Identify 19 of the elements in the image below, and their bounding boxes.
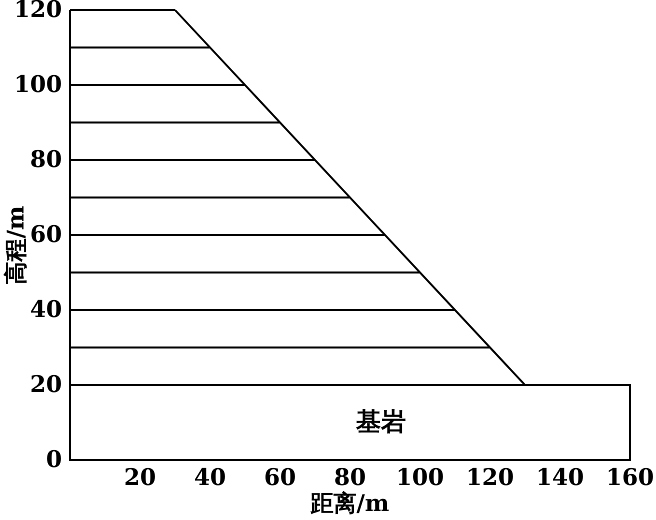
- axis-tick-label: 60: [30, 223, 62, 247]
- axis-tick-label: 100: [14, 73, 62, 97]
- axis-tick-label: 160: [606, 466, 654, 490]
- axis-tick-label: 40: [30, 298, 62, 322]
- axis-tick-label: 20: [124, 466, 156, 490]
- axis-tick-label: 80: [334, 466, 366, 490]
- axis-title: 距离/m: [310, 492, 390, 516]
- axis-tick-label: 0: [46, 448, 62, 472]
- axis-tick-label: 20: [30, 373, 62, 397]
- axis-tick-label: 80: [30, 148, 62, 172]
- axis-tick-label: 60: [264, 466, 296, 490]
- axis-tick-label: 100: [396, 466, 444, 490]
- axis-tick-label: 140: [536, 466, 584, 490]
- bedrock-label: 基岩: [356, 408, 406, 436]
- axis-tick-label: 120: [466, 466, 514, 490]
- bedrock-box: [69, 384, 631, 461]
- axis-tick-label: 40: [194, 466, 226, 490]
- axis-tick-label: 120: [14, 0, 62, 22]
- axis-title: 高程/m: [4, 206, 28, 284]
